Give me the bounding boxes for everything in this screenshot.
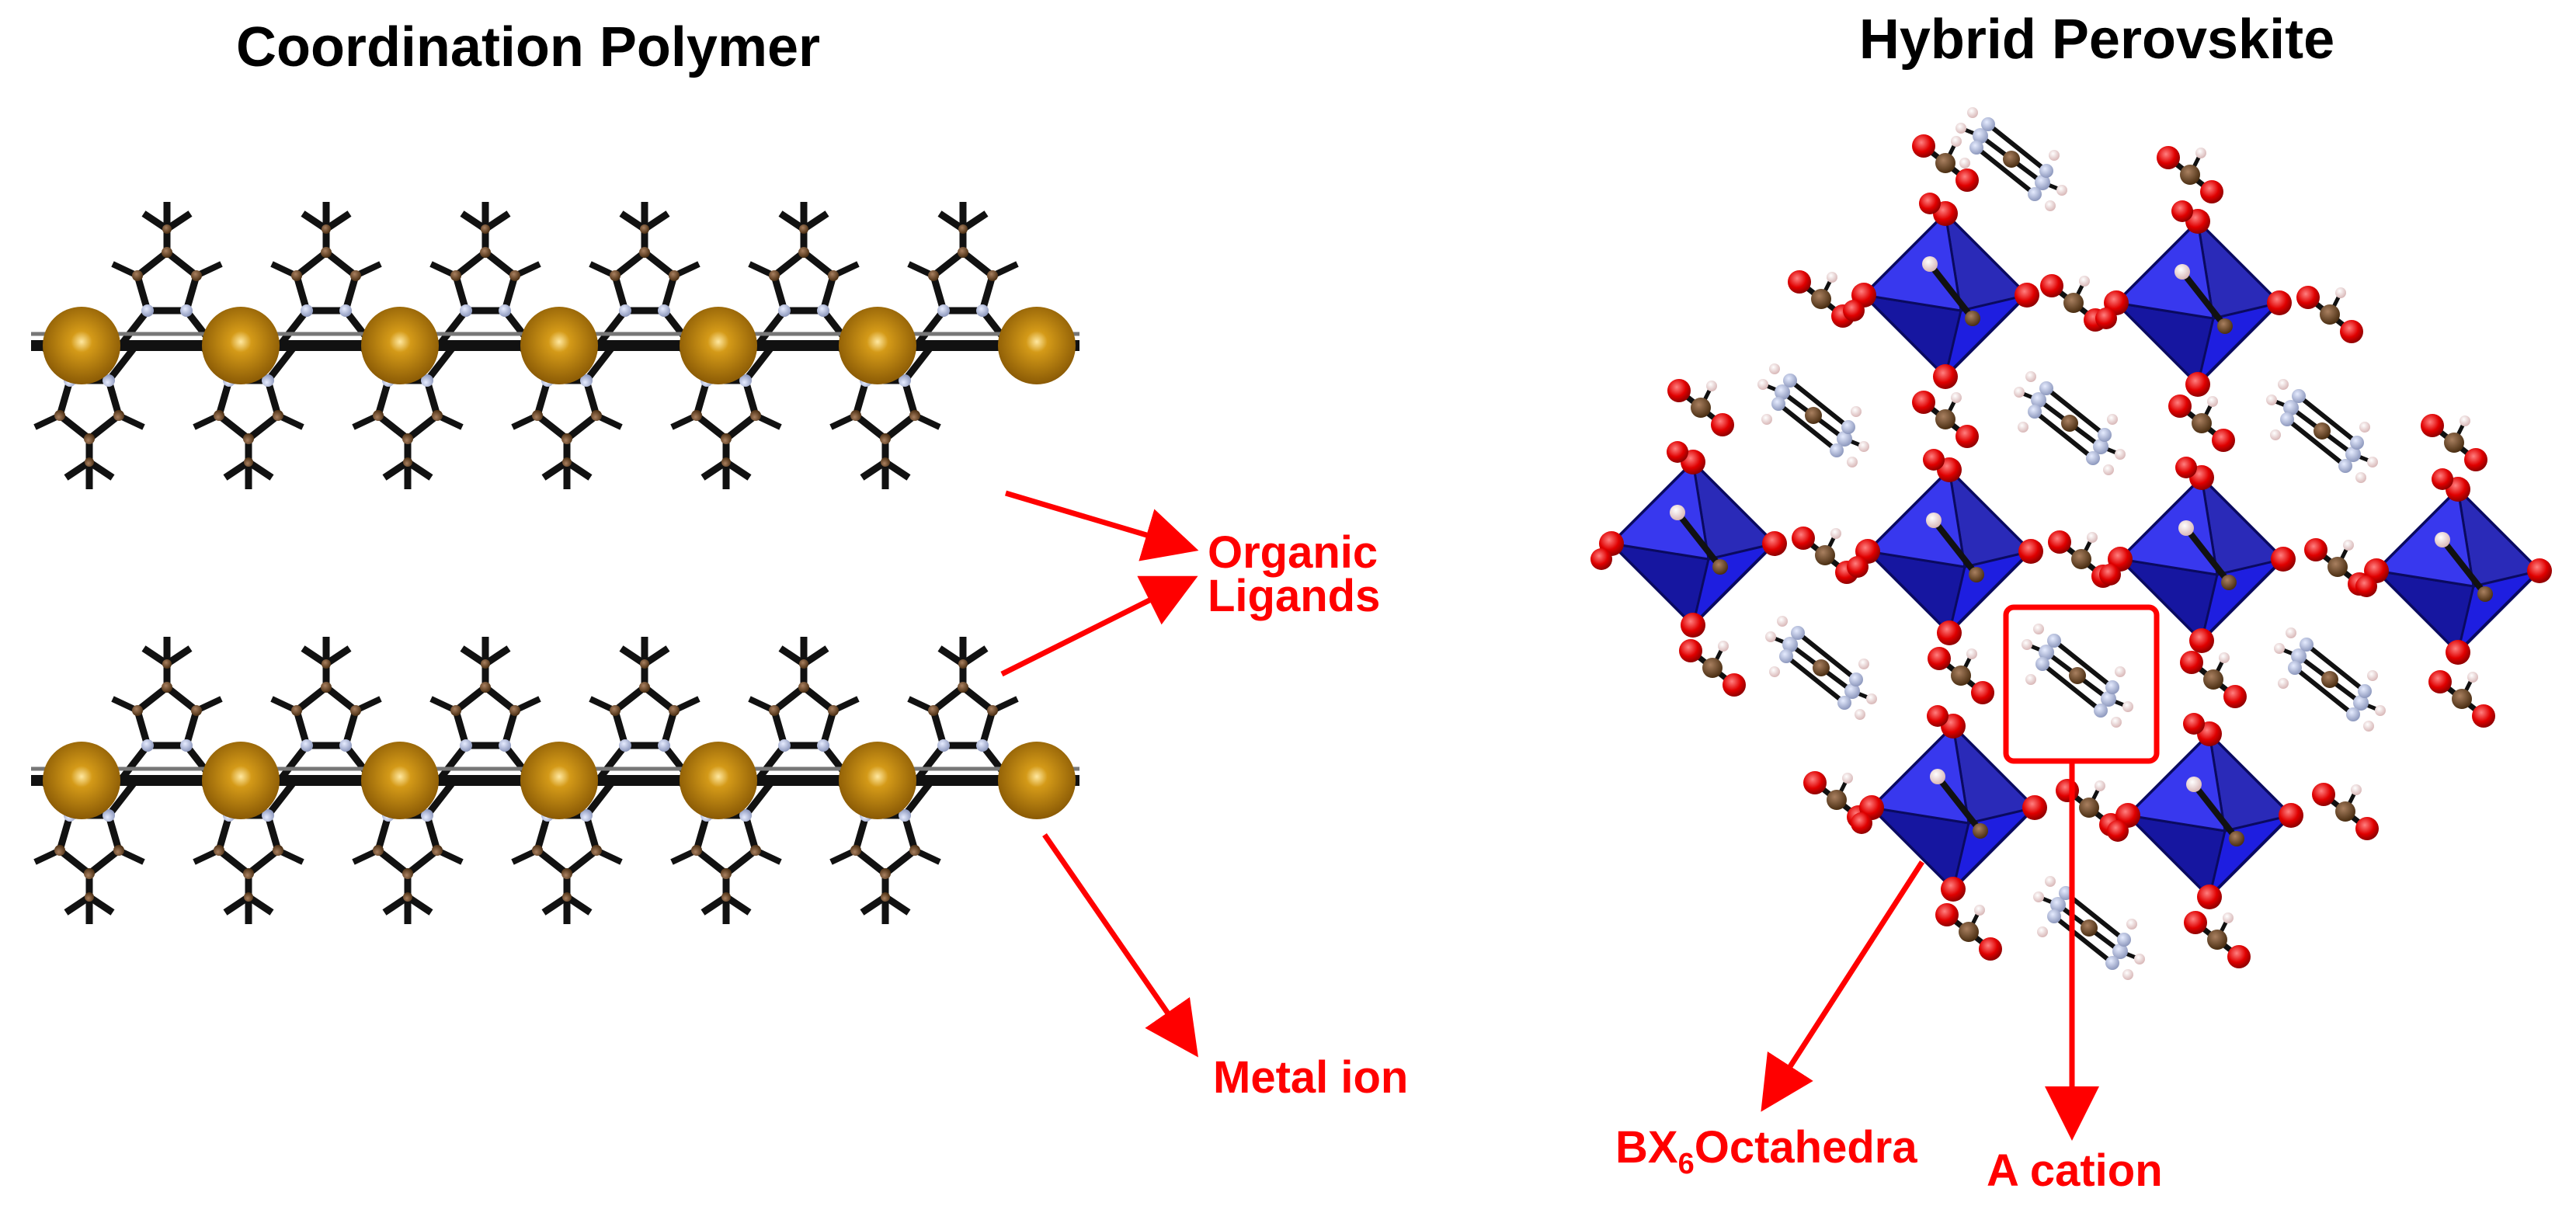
hybrid-perovskite-structure: [1590, 107, 2552, 980]
arrow-to-organic-ligands-upper: [1005, 490, 1199, 561]
arrow-to-bx6-octahedra: [1761, 860, 1924, 1112]
organic-ligands-label: Organic Ligands: [1208, 527, 1381, 621]
bx6-main-text: BX: [1615, 1122, 1678, 1173]
polymer-chain-top: [31, 202, 1079, 489]
polymer-chain-bottom: [31, 637, 1079, 924]
a-cation-highlight-box: [2003, 604, 2160, 764]
hybrid-perovskite-title: Hybrid Perovskite: [1858, 9, 2335, 71]
metal-ion-label: Metal ion: [1213, 1052, 1409, 1103]
a-cation-label: A cation: [1987, 1145, 2163, 1196]
left-annotation-arrows: [1000, 490, 1199, 1058]
coordination-polymer-title: Coordination Polymer: [235, 16, 821, 78]
metal-ion-row-bottom: [43, 742, 1076, 819]
organic-ligands-label-line1: Organic: [1208, 527, 1378, 578]
organic-ligands-label-line2: Ligands: [1208, 571, 1381, 621]
bx6-octahedra-label: BX6Octahedra: [1615, 1125, 1917, 1186]
arrow-to-organic-ligands-lower: [1000, 575, 1198, 677]
right-annotation-arrows: [1761, 763, 2099, 1141]
bx6-rest-text: Octahedra: [1694, 1122, 1917, 1173]
arrow-to-metal-ion: [1042, 833, 1198, 1058]
formate-linkers: [1667, 134, 2495, 968]
metal-ion-row-top: [43, 307, 1076, 384]
coordination-polymer-structure: [31, 202, 1079, 924]
bx6-subscript: 6: [1677, 1148, 1695, 1180]
